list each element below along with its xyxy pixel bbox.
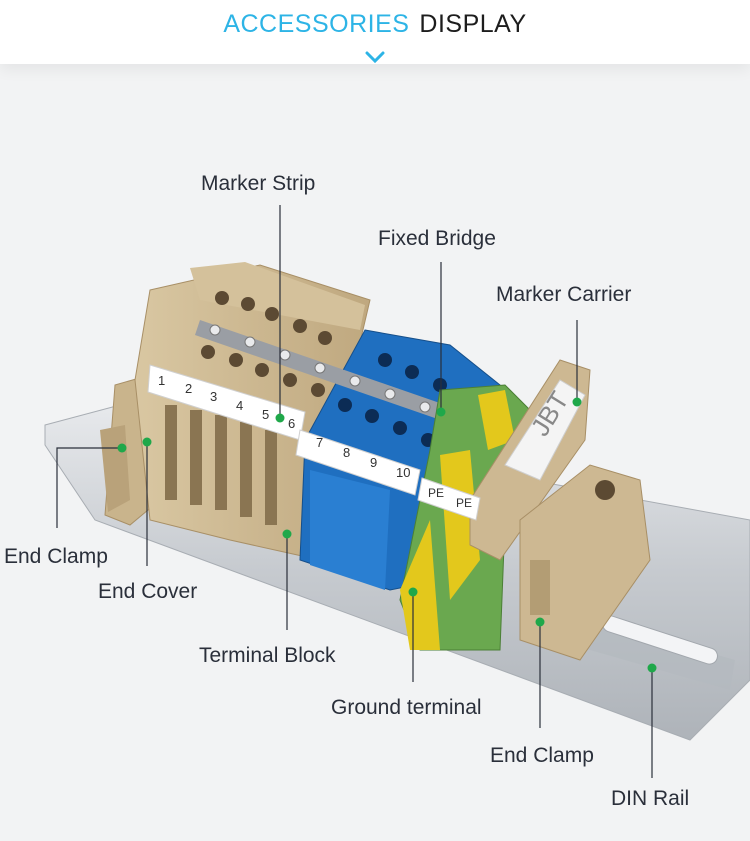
page-title: ACCESSORIES DISPLAY [0, 10, 750, 39]
dot-marker-strip [275, 413, 285, 423]
label-marker-carrier: Marker Carrier [496, 283, 632, 306]
marker-5: 5 [262, 407, 269, 422]
label-end-clamp-right: End Clamp [490, 744, 594, 767]
terminal-slots [165, 405, 277, 525]
label-fixed-bridge: Fixed Bridge [378, 227, 496, 250]
page-header: ACCESSORIES DISPLAY [0, 0, 750, 64]
marker-7: 7 [316, 435, 323, 450]
label-end-cover: End Cover [98, 580, 198, 603]
chevron-down-icon [365, 51, 385, 64]
marker-pe-2: PE [456, 496, 472, 510]
title-accent: ACCESSORIES [223, 10, 410, 38]
callout-dots [117, 397, 657, 673]
marker-9: 9 [370, 455, 377, 470]
marker-1: 1 [158, 373, 165, 388]
terminal-holes [201, 291, 332, 397]
dot-fixed-bridge [436, 407, 446, 417]
label-terminal-block: Terminal Block [199, 644, 336, 667]
marker-8: 8 [343, 445, 350, 460]
dot-marker-carrier [572, 397, 582, 407]
fixed-bridge-shape [195, 320, 460, 425]
dot-end-clamp-left [117, 443, 127, 453]
marker-4: 4 [236, 398, 243, 413]
callout-lines [56, 205, 653, 778]
leader-end-clamp-left [56, 447, 122, 528]
marker-strip: 1 2 3 4 5 6 7 8 9 10 PE PE [147, 364, 481, 521]
dot-end-clamp-right [535, 617, 545, 627]
dot-terminal-block [282, 529, 292, 539]
label-marker-strip: Marker Strip [201, 172, 316, 195]
marker-carrier-shape: JBT [469, 359, 591, 561]
label-end-clamp-left: End Clamp [4, 545, 108, 568]
end-clamp-right-shape [519, 464, 651, 661]
dot-ground-terminal [408, 587, 418, 597]
marker-6: 6 [288, 416, 295, 431]
label-ground-terminal: Ground terminal [331, 696, 482, 719]
title-rest: DISPLAY [419, 10, 527, 38]
dot-end-cover [142, 437, 152, 447]
marker-3: 3 [210, 389, 217, 404]
dot-din-rail [647, 663, 657, 673]
marker-10: 10 [396, 465, 410, 480]
label-din-rail: DIN Rail [611, 787, 690, 810]
marker-2: 2 [185, 381, 192, 396]
marker-pe-1: PE [428, 486, 444, 500]
